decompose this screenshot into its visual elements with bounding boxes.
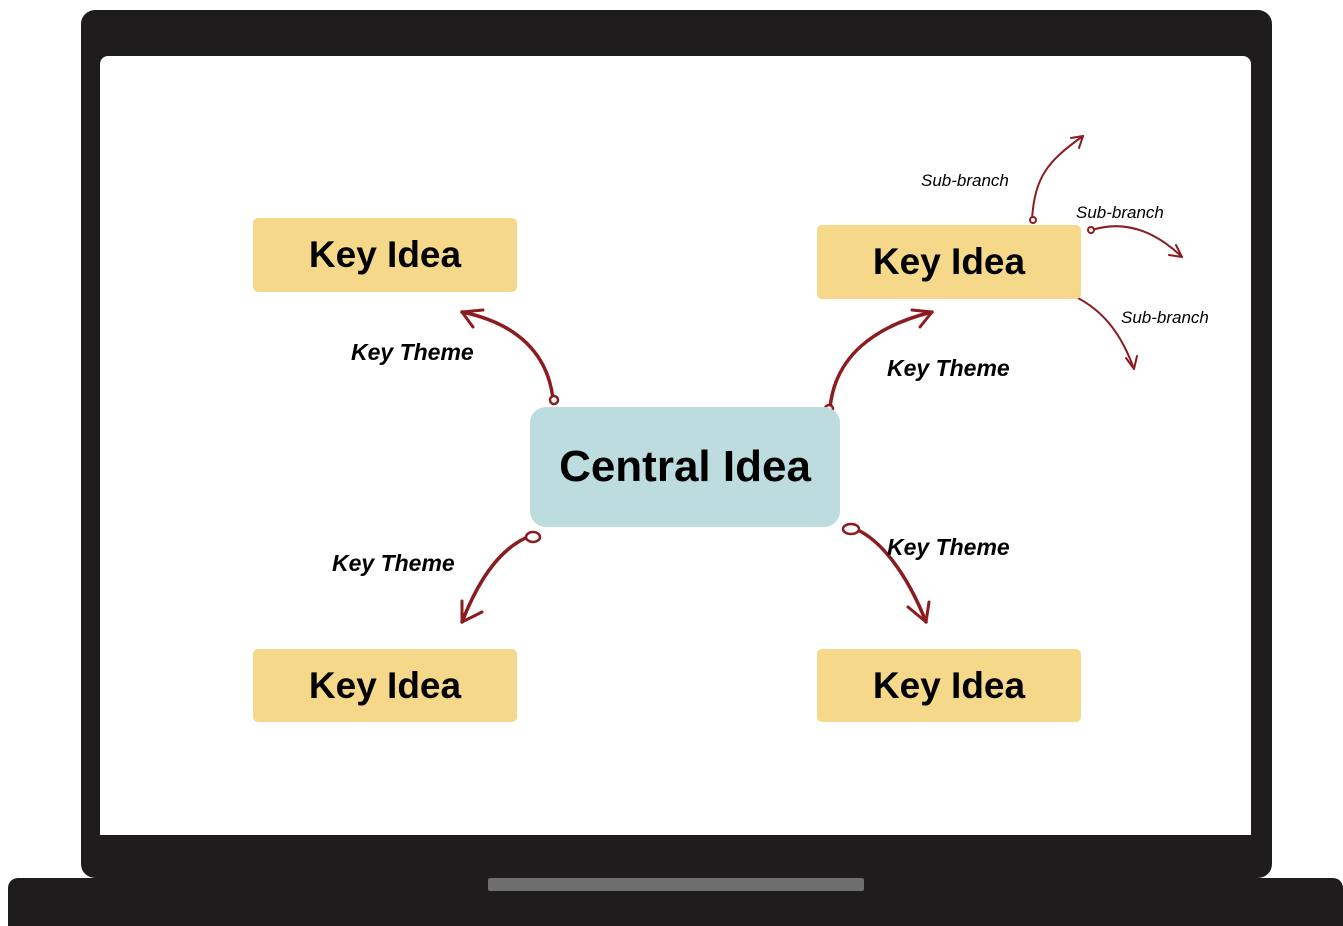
connector-start-bottom-left (524, 530, 542, 544)
sub-branch-start-right (1087, 226, 1095, 234)
arrowhead-bottom-right (906, 600, 931, 624)
laptop-trackpad (488, 878, 864, 891)
connector-start-top-left (548, 394, 560, 406)
arrowhead-bottom-left (460, 599, 484, 624)
theme-label-top-left: Key Theme (351, 339, 474, 365)
connector-top-left (460, 310, 555, 401)
connector-layer (460, 135, 1183, 624)
central-idea-node[interactable]: Central Idea (530, 407, 840, 527)
key-idea-node-top-left[interactable]: Key Idea (253, 218, 517, 292)
sub-branch-connector-down (1073, 295, 1135, 370)
sub-branch-arrowhead-up (1070, 135, 1084, 149)
sub-branch-connector-right (1091, 225, 1183, 258)
connector-bottom-left (460, 533, 535, 624)
sub-branch-label-down: Sub-branch (1121, 308, 1209, 327)
connector-top-right (828, 310, 934, 410)
sub-branch-start-up (1029, 216, 1037, 224)
arrowhead-top-right (910, 308, 934, 329)
theme-label-top-right: Key Theme (887, 355, 1010, 381)
sub-branch-label-up: Sub-branch (921, 171, 1009, 190)
sub-branch-label-right: Sub-branch (1076, 203, 1164, 222)
key-idea-node-top-right[interactable]: Key Idea (817, 225, 1081, 299)
key-idea-node-bottom-right[interactable]: Key Idea (817, 649, 1081, 722)
theme-label-bottom-right: Key Theme (887, 534, 1010, 560)
sub-branch-arrowhead-right (1168, 244, 1183, 258)
arrowhead-top-left (460, 308, 485, 329)
connector-start-bottom-right (841, 522, 861, 536)
key-idea-node-bottom-left[interactable]: Key Idea (253, 649, 517, 722)
sub-branch-arrowhead-down (1125, 355, 1138, 370)
laptop-screen: Central Idea Key Idea Key Idea Key Idea … (100, 56, 1251, 835)
sub-branch-connector-up (1031, 135, 1084, 220)
theme-label-bottom-left: Key Theme (332, 550, 455, 576)
connector-bottom-right (848, 525, 928, 624)
